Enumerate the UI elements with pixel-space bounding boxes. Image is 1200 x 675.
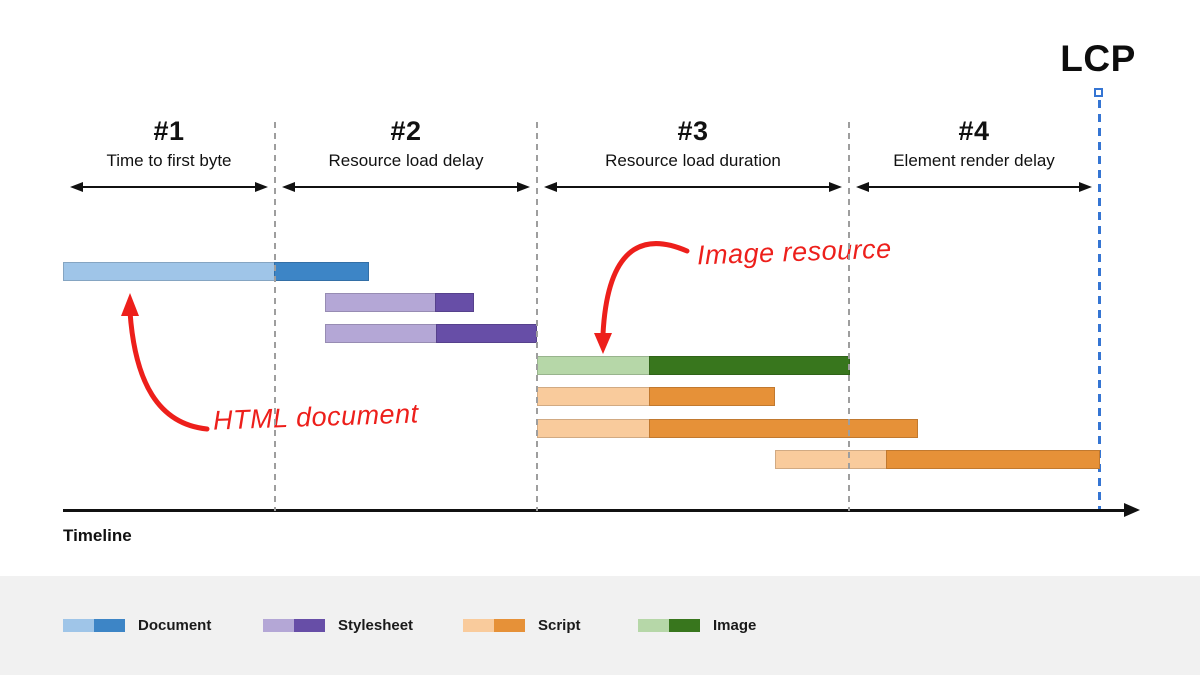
stylesheet-light-swatch	[263, 619, 294, 632]
bar-image-dark-segment	[649, 356, 850, 375]
legend-label-document: Document	[138, 617, 212, 634]
script-light-swatch	[463, 619, 494, 632]
arrow-line	[295, 185, 517, 189]
phase-1-header: #1 Time to first byte	[63, 116, 275, 194]
phase-4-name: Element render delay	[893, 151, 1055, 170]
bar-document-light-segment	[63, 262, 275, 281]
phase-1-number: #1	[153, 116, 185, 146]
phase-1-name: Time to first byte	[106, 151, 232, 170]
timeline-axis-arrowhead-icon	[1124, 503, 1140, 517]
bar-script	[537, 387, 775, 406]
bar-stylesheet-dark-segment	[436, 324, 537, 343]
legend-label-stylesheet: Stylesheet	[338, 617, 414, 634]
phase-2-range-arrow-icon	[282, 180, 530, 194]
image-resource-arrowhead-icon	[594, 333, 612, 354]
arrow-line	[869, 185, 1079, 189]
bar-script-light-segment	[775, 450, 887, 469]
phase-divider-dashed-line	[848, 122, 850, 511]
arrow-line	[83, 185, 255, 189]
arrow-left-head-icon	[856, 182, 869, 192]
arrow-left-head-icon	[70, 182, 83, 192]
bar-script	[537, 419, 918, 438]
bar-document	[63, 262, 369, 281]
bar-script-light-segment	[537, 387, 650, 406]
phase-2-header: #2 Resource load delay	[275, 116, 537, 194]
bar-stylesheet-dark-segment	[435, 293, 474, 312]
timeline-axis	[63, 509, 1125, 512]
bar-stylesheet-light-segment	[325, 293, 436, 312]
arrow-right-head-icon	[829, 182, 842, 192]
timeline-label: Timeline	[63, 526, 132, 545]
phase-2-number: #2	[390, 116, 422, 146]
document-dark-swatch	[94, 619, 125, 632]
phase-4-header: #4 Element render delay	[849, 116, 1099, 194]
phase-divider-dashed-line	[274, 122, 276, 511]
phase-3-range-arrow-icon	[544, 180, 842, 194]
html-document-arrowhead-icon	[121, 293, 139, 316]
phase-3-name: Resource load duration	[605, 151, 781, 170]
bar-image	[537, 356, 850, 375]
legend-item-script: Script	[463, 617, 581, 634]
image-swatch-icon	[638, 619, 700, 632]
html-document-arrow-icon	[127, 309, 210, 432]
phase-3-number: #3	[677, 116, 709, 146]
legend-label-script: Script	[538, 617, 581, 634]
bar-script	[775, 450, 1100, 469]
phase-4-range-arrow-icon	[856, 180, 1092, 194]
legend-item-stylesheet: Stylesheet	[263, 617, 413, 634]
phase-1-range-arrow-icon	[70, 180, 268, 194]
arrow-right-head-icon	[1079, 182, 1092, 192]
bar-stylesheet-light-segment	[325, 324, 437, 343]
bar-document-dark-segment	[274, 262, 369, 281]
arrow-right-head-icon	[255, 182, 268, 192]
phase-2-name: Resource load delay	[328, 151, 484, 170]
arrow-left-head-icon	[282, 182, 295, 192]
legend-footer: Document Stylesheet Script Image	[0, 576, 1200, 675]
document-swatch-icon	[63, 619, 125, 632]
bar-stylesheet	[325, 293, 474, 312]
lcp-label: LCP	[1060, 38, 1136, 79]
stylesheet-dark-swatch	[294, 619, 325, 632]
script-swatch-icon	[463, 619, 525, 632]
legend-item-image: Image	[638, 617, 756, 634]
lcp-dashed-line	[1098, 100, 1101, 511]
image-light-swatch	[638, 619, 669, 632]
bar-script-light-segment	[537, 419, 650, 438]
annotation-image-resource: Image resource	[696, 233, 893, 271]
image-resource-arrow-icon	[600, 241, 690, 337]
arrow-line	[557, 185, 829, 189]
phase-divider-dashed-line	[536, 122, 538, 511]
lcp-marker-icon	[1094, 88, 1103, 97]
bar-script-dark-segment	[649, 419, 918, 438]
legend-item-document: Document	[63, 617, 211, 634]
legend-label-image: Image	[713, 617, 757, 634]
bar-image-light-segment	[537, 356, 650, 375]
document-light-swatch	[63, 619, 94, 632]
bar-script-dark-segment	[886, 450, 1100, 469]
annotation-html-document: HTML document	[212, 398, 420, 436]
phase-3-header: #3 Resource load duration	[537, 116, 849, 194]
arrow-left-head-icon	[544, 182, 557, 192]
script-dark-swatch	[494, 619, 525, 632]
stylesheet-swatch-icon	[263, 619, 325, 632]
bar-stylesheet	[325, 324, 537, 343]
image-dark-swatch	[669, 619, 700, 632]
arrow-right-head-icon	[517, 182, 530, 192]
phase-4-number: #4	[958, 116, 990, 146]
bar-script-dark-segment	[649, 387, 775, 406]
